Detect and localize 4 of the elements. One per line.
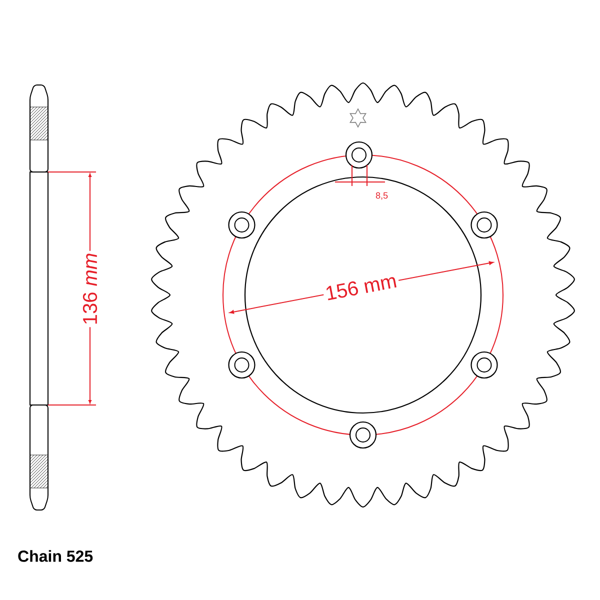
dimension-label: 136 mm xyxy=(82,254,98,324)
caption-text: Chain 525 xyxy=(18,550,93,562)
dimension-label: 8,5 xyxy=(376,192,388,200)
dimension-label: 156 mm xyxy=(326,277,396,300)
